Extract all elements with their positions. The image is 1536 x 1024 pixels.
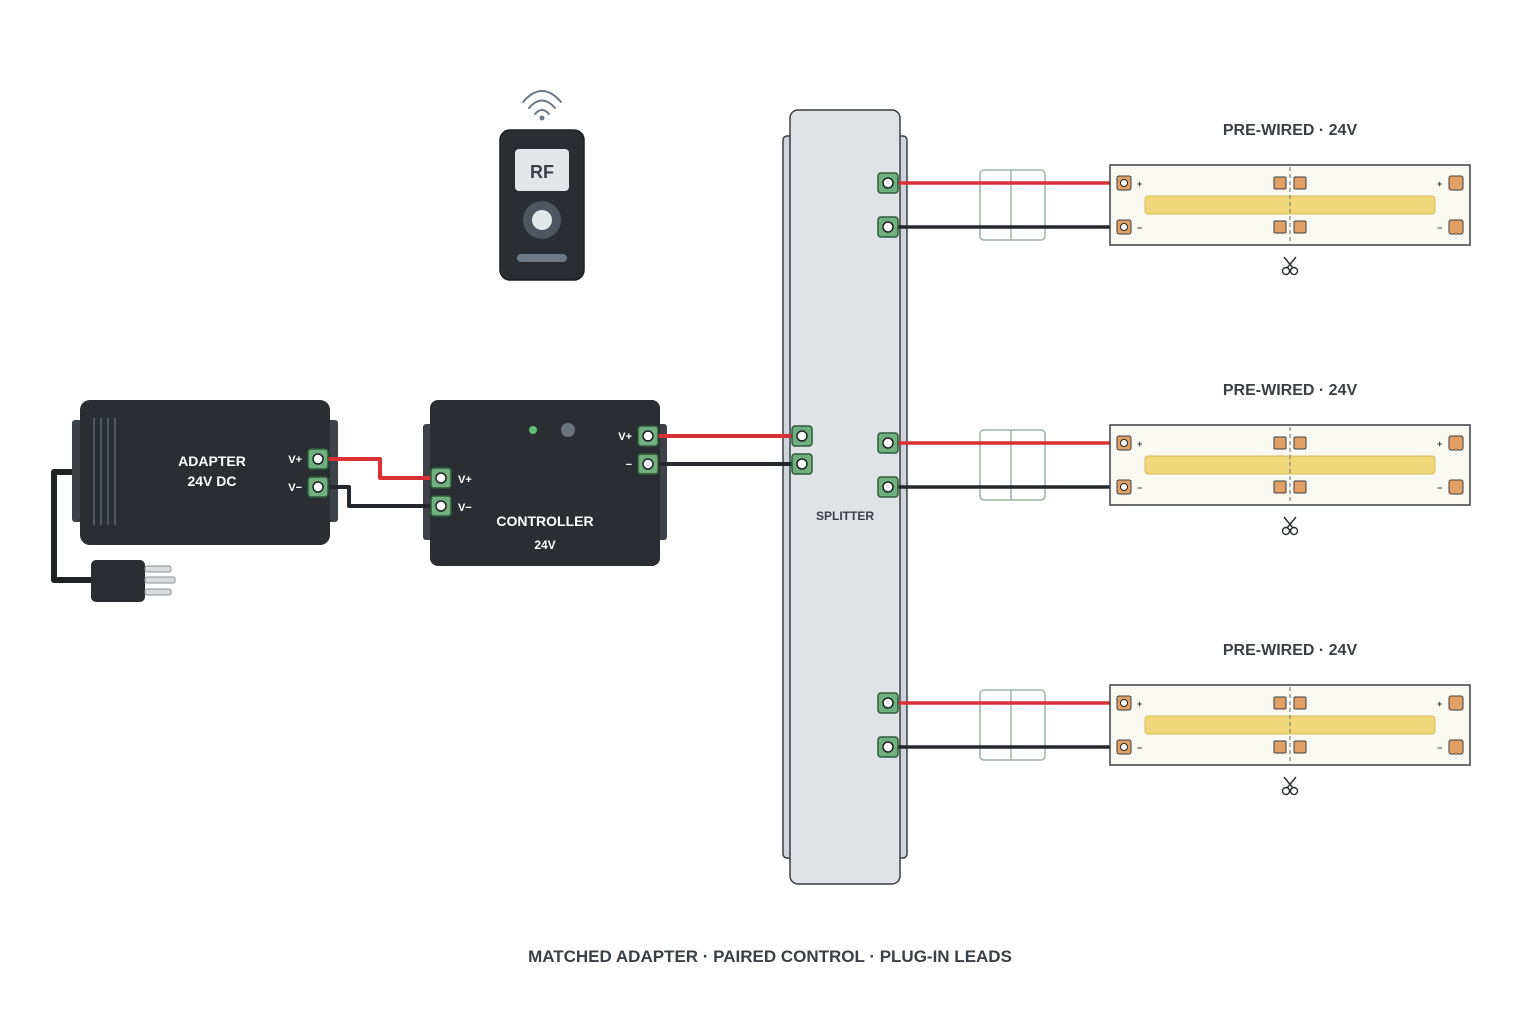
- solder-pad-input-pos: [1116, 435, 1132, 451]
- cut-pad-neg-right: [1293, 740, 1307, 754]
- remote-label: RF: [530, 162, 554, 182]
- strip-row: PRE-WIRED · 24V + − + −: [877, 122, 1471, 276]
- status-led: [529, 426, 537, 434]
- terminal-splitter-out-pos[interactable]: [877, 432, 899, 454]
- polarity-plus-end: +: [1437, 179, 1442, 189]
- polarity-minus-end: −: [1437, 483, 1442, 493]
- controller-in-neg-label: V−: [458, 502, 472, 514]
- plug-in-connector[interactable]: [979, 169, 1046, 241]
- controller-rating: 24V: [534, 538, 555, 552]
- cut-pad-pos-left: [1273, 176, 1287, 190]
- polarity-minus-start: −: [1137, 483, 1142, 493]
- terminals: [307, 425, 813, 517]
- terminal-splitter-in-pos[interactable]: [791, 425, 813, 447]
- polarity-minus-end: −: [1437, 223, 1442, 233]
- splitter-body: [789, 109, 901, 885]
- footer-caption: MATCHED ADAPTER · PAIRED CONTROL · PLUG-…: [528, 947, 1012, 966]
- controller-body: [430, 400, 660, 566]
- cut-pad-pos-right: [1293, 176, 1307, 190]
- solder-pad-end-pos: [1448, 695, 1464, 711]
- wire-adapter-controller-negative: [318, 485, 441, 508]
- solder-pad-input-neg: [1116, 219, 1132, 235]
- cut-pad-neg-left: [1273, 220, 1287, 234]
- polarity-plus-start: +: [1137, 179, 1142, 189]
- polarity-plus-start: +: [1137, 439, 1142, 449]
- scissors-icon: [1281, 256, 1299, 276]
- remote-button[interactable]: [532, 210, 552, 230]
- cut-pad-pos-right: [1293, 436, 1307, 450]
- strip-label: PRE-WIRED · 24V: [1223, 122, 1358, 139]
- terminal-adapter-pos[interactable]: [307, 448, 329, 470]
- pair-button[interactable]: [561, 423, 575, 437]
- controller-out-neg-label: −: [626, 459, 632, 471]
- terminal-splitter-out-neg[interactable]: [877, 476, 899, 498]
- cut-pad-neg-left: [1273, 480, 1287, 494]
- solder-pad-end-neg: [1448, 219, 1464, 235]
- solder-pad-end-neg: [1448, 479, 1464, 495]
- polarity-minus-start: −: [1137, 223, 1142, 233]
- terminal-controller-out-neg[interactable]: [637, 453, 659, 475]
- controller-title: CONTROLLER: [496, 513, 593, 529]
- adapter-title: ADAPTER: [178, 453, 246, 469]
- strip-label: PRE-WIRED · 24V: [1223, 642, 1358, 659]
- rf-remote: RF: [499, 90, 585, 281]
- cut-pad-pos-right: [1293, 696, 1307, 710]
- cut-pad-pos-left: [1273, 696, 1287, 710]
- controller-in-pos-label: V+: [458, 474, 472, 486]
- controller: CONTROLLER 24V V+ V− V+ −: [423, 400, 667, 566]
- terminal-splitter-out-pos[interactable]: [877, 172, 899, 194]
- strip-row: PRE-WIRED · 24V + − + −: [877, 642, 1471, 796]
- remote-slot: [517, 254, 567, 262]
- solder-pad-input-neg: [1116, 739, 1132, 755]
- adapter-neg-label: V−: [288, 482, 302, 494]
- cut-pad-pos-left: [1273, 436, 1287, 450]
- terminal-controller-in-pos[interactable]: [430, 467, 452, 489]
- plug-in-connector[interactable]: [979, 429, 1046, 501]
- terminal-splitter-out-neg[interactable]: [877, 736, 899, 758]
- solder-pad-end-neg: [1448, 739, 1464, 755]
- wireless-signal-icon: [522, 90, 562, 121]
- solder-pad-end-pos: [1448, 175, 1464, 191]
- polarity-plus-end: +: [1437, 699, 1442, 709]
- scissors-icon: [1281, 776, 1299, 796]
- cut-pad-neg-left: [1273, 740, 1287, 754]
- terminal-splitter-out-pos[interactable]: [877, 692, 899, 714]
- controller-out-pos-label: V+: [618, 431, 632, 443]
- terminal-splitter-in-neg[interactable]: [791, 453, 813, 475]
- strip-rows: PRE-WIRED · 24V+−+−PRE-WIRED · 24V+−+−PR…: [877, 122, 1471, 796]
- solder-pad-input-neg: [1116, 479, 1132, 495]
- polarity-plus-end: +: [1437, 439, 1442, 449]
- splitter-label: SPLITTER: [816, 509, 874, 523]
- polarity-minus-start: −: [1137, 743, 1142, 753]
- adapter: ADAPTER 24V DC V+ V−: [51, 400, 338, 602]
- solder-pad-input-pos: [1116, 175, 1132, 191]
- polarity-minus-end: −: [1437, 743, 1442, 753]
- rf-label-plate: [515, 149, 569, 191]
- strip-label: PRE-WIRED · 24V: [1223, 382, 1358, 399]
- mains-plug: [91, 560, 176, 602]
- scissors-icon: [1281, 516, 1299, 536]
- adapter-pos-label: V+: [288, 454, 302, 466]
- splitter: SPLITTER: [782, 109, 908, 885]
- polarity-plus-start: +: [1137, 699, 1142, 709]
- terminal-splitter-out-neg[interactable]: [877, 216, 899, 238]
- adapter-vents: [93, 418, 116, 525]
- terminal-adapter-neg[interactable]: [307, 476, 329, 498]
- main-wires: [318, 434, 802, 508]
- mains-cord: [51, 469, 92, 583]
- plug-in-connector[interactable]: [979, 689, 1046, 761]
- strip-row: PRE-WIRED · 24V + − + −: [877, 382, 1471, 536]
- terminal-controller-in-neg[interactable]: [430, 495, 452, 517]
- adapter-body: [80, 400, 330, 545]
- cut-pad-neg-right: [1293, 220, 1307, 234]
- solder-pad-input-pos: [1116, 695, 1132, 711]
- terminal-controller-out-pos[interactable]: [637, 425, 659, 447]
- adapter-rating: 24V DC: [187, 473, 236, 489]
- cut-pad-neg-right: [1293, 480, 1307, 494]
- wire-adapter-controller-positive: [318, 457, 441, 480]
- solder-pad-end-pos: [1448, 435, 1464, 451]
